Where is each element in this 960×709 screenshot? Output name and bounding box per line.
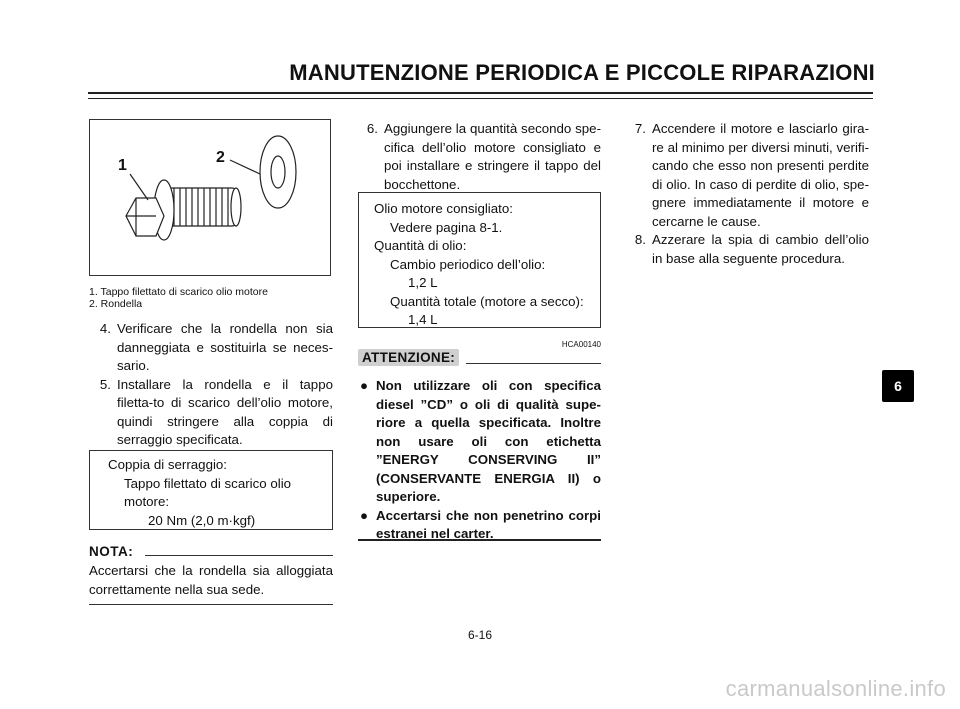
oil-line-2: Vedere pagina 8-1. [390,219,503,235]
left-steps: 4. Verificare che la rondella non sia da… [89,320,333,450]
step-number: 5. [99,376,111,392]
oil-line-4: Cambio periodico dell’olio: [390,256,546,272]
torque-line-3: motore: [124,494,170,509]
middle-steps: 6. Aggiungere la quantità secondo spe-ci… [356,120,601,194]
torque-line-2: Tappo filettato di scarico olio [124,475,292,491]
attention-rule-top [466,363,601,364]
page-title: MANUTENZIONE PERIODICA E PICCOLE RIPARAZ… [289,60,875,85]
attention-bullet-2: ● Accertarsi che non penetrino corpi est… [360,507,601,544]
attention-bullets: ● Non utilizzare oli con specifica diese… [360,377,601,544]
watermark: carmanualsonline.info [725,676,946,701]
torque-line-1: Coppia di serraggio: [108,457,228,472]
step-number: 7. [634,121,646,136]
step-text: Verificare che la rondella non sia danne… [117,321,333,373]
attention-rule-bottom [358,539,601,541]
figure-caption: 1. Tappo filettato di scarico olio motor… [89,286,268,310]
oil-line-5: 1,2 L [408,275,438,290]
attention-bullet-1: ● Non utilizzare oli con specifica diese… [360,377,601,507]
torque-spec-box: Coppia di serraggio: Tappo filettato di … [89,450,333,530]
callout-2: 2 [216,149,225,166]
bullet-icon: ● [360,378,369,393]
header-rule-thin [88,98,873,99]
caption-2: 2. Rondella [89,298,143,310]
oil-line-1: Olio motore consigliato: [374,201,513,216]
step-text: Azzerare la spia di cambio dell’olio in … [652,232,869,266]
step-number: 4. [99,321,111,336]
step-text: Aggiungere la quantità secondo spe-cific… [384,121,601,192]
bullet-text: Accertarsi che non penetrino corpi estra… [376,507,601,542]
note-rule-top [145,555,333,556]
step-5: 5. Installare la rondella e il tappo fil… [89,376,333,450]
callout-1: 1 [118,157,127,174]
page-number: 6-16 [467,628,493,642]
step-number: 6. [366,121,378,136]
bullet-text: Non utilizzare oli con specifica diesel … [376,378,601,504]
step-number: 8. [634,232,646,247]
oil-spec-box: Olio motore consigliato: Vedere pagina 8… [358,192,601,328]
step-8: 8. Azzerare la spia di cambio dell’olio … [624,231,869,268]
bullet-icon: ● [360,507,369,523]
chapter-tab[interactable]: 6 [882,370,914,402]
step-text: Accendere il motore e lasciarlo gira-re … [652,121,869,229]
step-text: Installare la rondella e il tappo filett… [117,376,333,448]
step-4: 4. Verificare che la rondella non sia da… [89,320,333,376]
oil-line-7: 1,4 L [408,312,438,327]
oil-line-6: Quantità totale (motore a secco): [390,293,584,309]
step-6: 6. Aggiungere la quantità secondo spe-ci… [356,120,601,194]
caption-1: 1. Tappo filettato di scarico olio motor… [89,286,268,298]
attention-header: ATTENZIONE: [358,349,460,367]
oil-line-3: Quantità di olio: [374,238,467,253]
note-text: Accertarsi che la rondella sia alloggiat… [89,563,333,597]
drain-plug-illustration: 1 2 [118,135,297,241]
attention-label: ATTENZIONE: [358,349,460,366]
right-steps: 7. Accendere il motore e lasciarlo gira-… [624,120,869,268]
attention-code: HCA00140 [561,340,601,349]
step-7: 7. Accendere il motore e lasciarlo gira-… [624,120,869,231]
header-rule-thick [88,92,873,94]
drain-plug-figure: 1 2 [89,119,331,276]
torque-value: 20 Nm (2,0 m·kgf) [148,512,256,528]
note-rule-bottom [89,604,333,605]
note-label: NOTA: [89,544,134,559]
